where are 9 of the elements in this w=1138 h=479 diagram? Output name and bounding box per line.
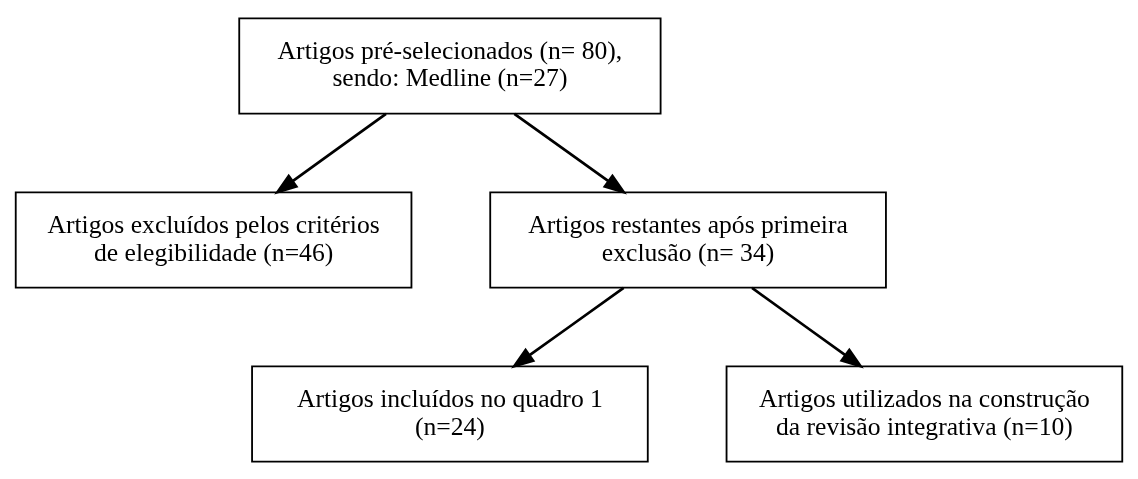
node-box: Artigos restantes após primeira exclusão (n= 34): [489, 190, 887, 289]
node-box: Artigos pré-selecionados (n= 80), sendo: Medline (n=27): [238, 16, 662, 114]
node-box: Artigos incluídos no quadro 1 (n=24): [251, 365, 649, 463]
node-box: Artigos excluídos pelos critérios de elegibilidade (n=46): [14, 190, 413, 289]
arrow: [274, 112, 387, 194]
arrow: [511, 286, 625, 368]
arrow: [513, 112, 627, 194]
arrow: [751, 286, 864, 368]
node-box: Artigos utilizados na construção da revisão integrativa (n=10): [725, 365, 1124, 463]
